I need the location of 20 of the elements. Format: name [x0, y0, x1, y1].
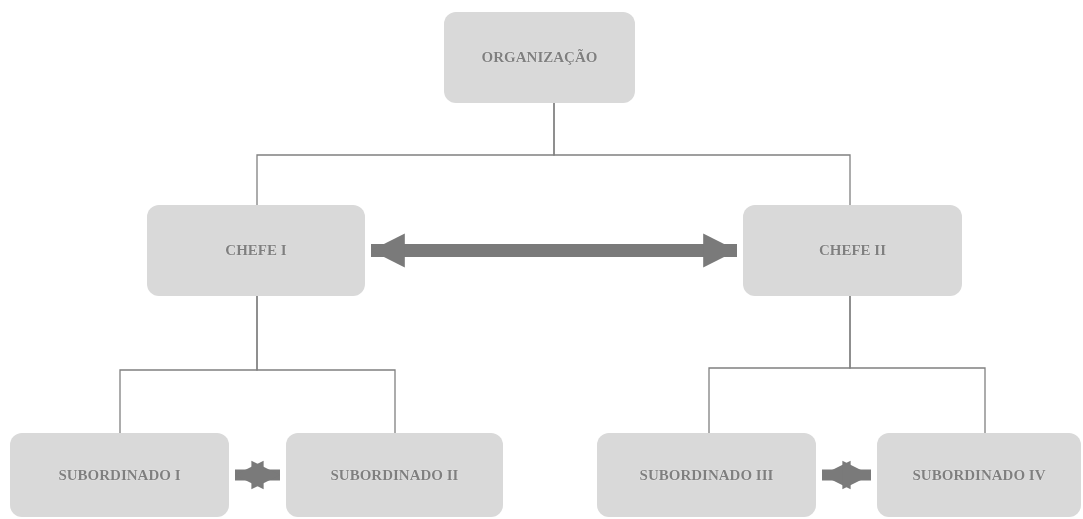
- org-box: [286, 433, 503, 517]
- box-label: CHEFE II: [818, 242, 887, 259]
- box-label: SUBORDINADO IV: [912, 466, 1046, 484]
- connector-line: [256, 295, 396, 434]
- connector-line: [849, 295, 986, 434]
- org-box: [10, 433, 229, 517]
- org-box: [743, 205, 962, 296]
- org-box: [147, 205, 365, 296]
- org-box: [444, 12, 635, 103]
- box-label: CHEFE I: [225, 242, 287, 259]
- org-box: [877, 433, 1081, 517]
- double-arrow: [822, 460, 871, 490]
- double-arrow: [371, 233, 737, 268]
- org-box: [597, 433, 816, 517]
- box-label: ORGANIZAÇÃO: [481, 49, 598, 66]
- double-arrow: [235, 460, 280, 490]
- box-label: SUBORDINADO III: [639, 466, 774, 484]
- connector-line: [553, 102, 851, 206]
- box-label: SUBORDINADO I: [58, 466, 181, 484]
- box-label: SUBORDINADO II: [330, 466, 459, 484]
